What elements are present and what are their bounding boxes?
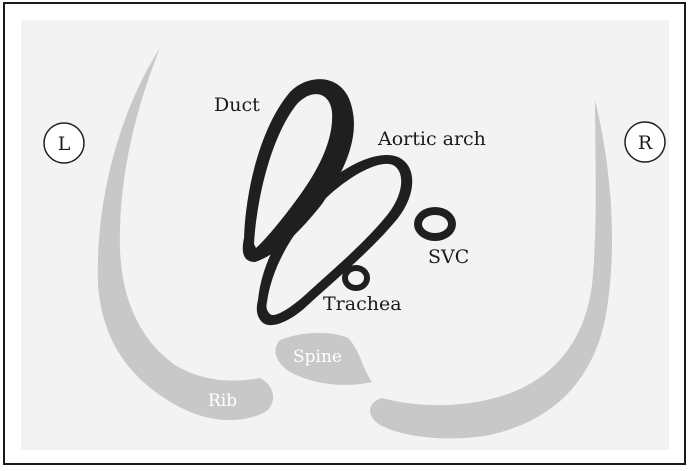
aortic-arch-label: Aortic arch [377, 128, 486, 150]
spine-label: Spine [293, 347, 342, 367]
trachea-label: Trachea [323, 293, 402, 315]
duct-label: Duct [214, 94, 260, 116]
rib-label: Rib [208, 391, 237, 411]
trachea-inner-shape [348, 271, 364, 285]
svc-label: SVC [428, 246, 469, 268]
svc-inner-shape [422, 215, 448, 233]
left-marker-label: L [58, 133, 71, 155]
right-marker-label: R [638, 132, 653, 154]
right-rib-shape [370, 100, 612, 438]
